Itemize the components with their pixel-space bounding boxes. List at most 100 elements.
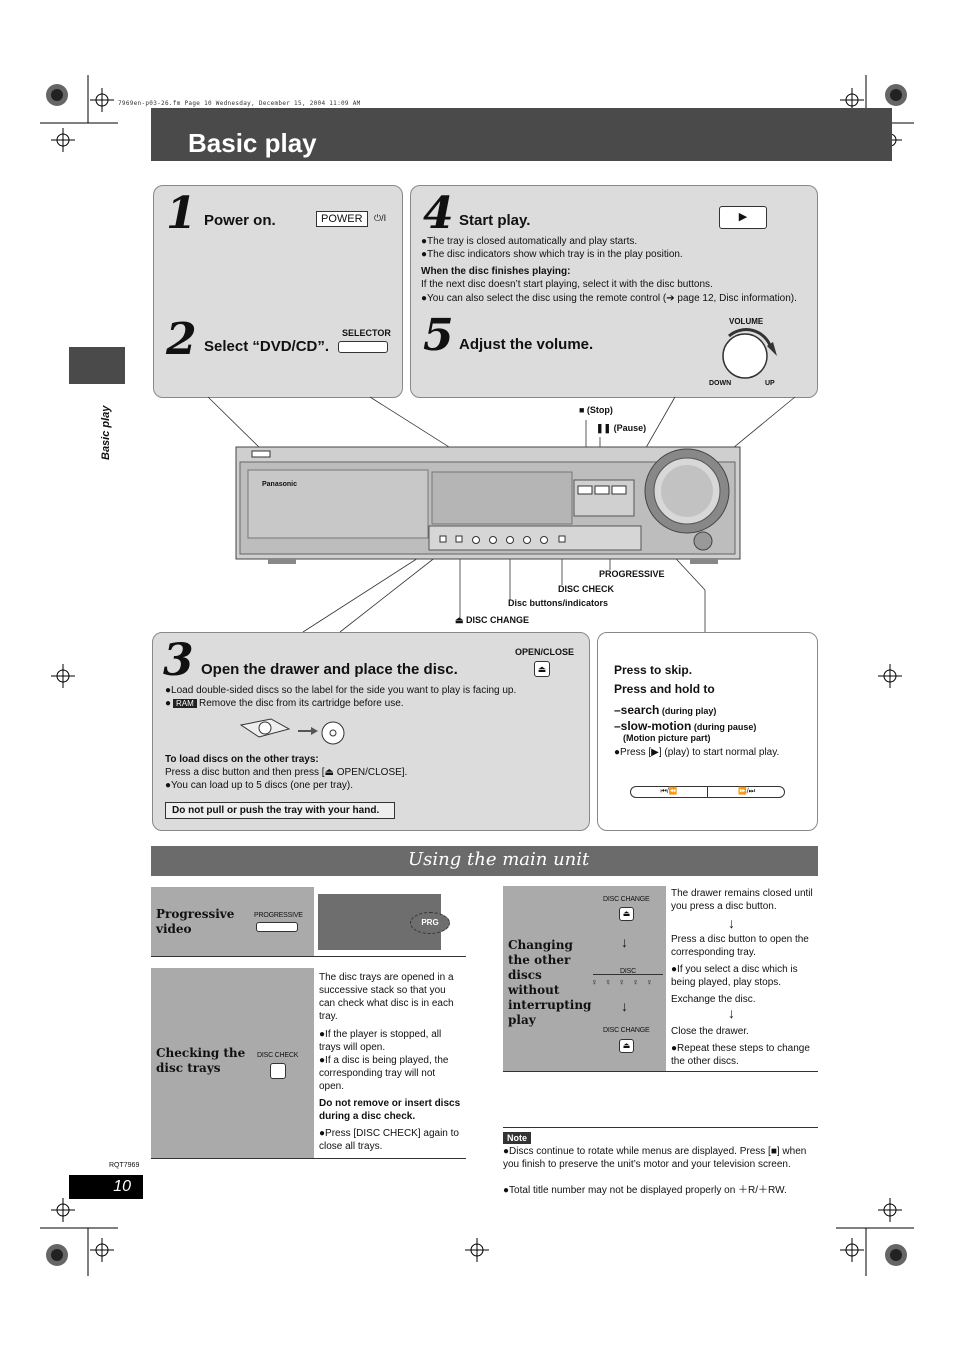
progressive-label: PROGRESSIVE [599, 569, 665, 579]
tray-warning: Do not pull or push the tray with your h… [165, 802, 395, 819]
step-4-number: 4 [423, 188, 454, 239]
change-text-4: Exchange the disc. [671, 994, 756, 1005]
power-symbol-icon: ⏻/I [374, 213, 387, 223]
slow-motion-note: (during pause) [691, 722, 757, 732]
skip-line-3: –search (during play) [614, 701, 716, 719]
side-tab [69, 347, 125, 384]
disc-check-label: DISC CHECK [558, 584, 615, 594]
page-number: 10 [69, 1175, 143, 1199]
slow-motion-term: –slow-motion [614, 719, 692, 733]
note-tag: Note [503, 1132, 531, 1144]
check-text-3: ●If a disc is being played, the correspo… [319, 1055, 449, 1092]
disc-check-button-label: DISC CHECK [257, 1052, 299, 1059]
step-3-bullet-2-dot: ● [165, 698, 172, 709]
section-title: Using the main unit [408, 849, 590, 870]
step-4-bullet-2: ●The disc indicators show which tray is … [421, 249, 683, 260]
disc-change-button-label-2: DISC CHANGE [603, 1027, 650, 1034]
disc-buttons-icon: ♀♀♀♀♀ [591, 977, 660, 987]
step-3-number: 3 [163, 635, 194, 686]
disc-change-label: ⏏ DISC CHANGE [455, 615, 530, 625]
change-divider [503, 1071, 818, 1072]
section-bar: Using the main unit [151, 846, 818, 876]
step-3-sub-1: Press a disc button and then press [⏏ OP… [165, 767, 408, 778]
disc-change-button-label-1: DISC CHANGE [603, 896, 650, 903]
skip-panel: Press to skip. Press and hold to –search… [597, 632, 818, 831]
skip-back-icon: ⏮/⏪ [631, 787, 708, 797]
change-text-1: The drawer remains closed until you pres… [671, 888, 813, 912]
check-text-2: ●If the player is stopped, all trays wil… [319, 1029, 442, 1053]
change-label: Changing the other discs without interru… [508, 938, 592, 1027]
step-3-bullet-1: ●Load double-sided discs so the label fo… [165, 685, 517, 696]
arrow-down-icon: ↓ [728, 915, 735, 931]
step-1-title: Power on. [204, 212, 276, 229]
page-title-bar: Basic play [151, 108, 892, 161]
note-1: ●Discs continue to rotate while menus ar… [503, 1146, 807, 1170]
step-4-sub-1: If the next disc doesn’t start playing, … [421, 279, 713, 290]
step-5-number: 5 [423, 310, 454, 361]
skip-line-2: Press and hold to [614, 682, 715, 696]
skip-line-1: Press to skip. [614, 663, 693, 677]
steps-1-2-panel: 1 Power on. POWER ⏻/I 2 Select “DVD/CD”.… [153, 185, 403, 398]
note-rule [503, 1127, 818, 1128]
disc-buttons-rule [593, 974, 663, 975]
step-3-title: Open the drawer and place the disc. [201, 661, 458, 678]
progressive-divider [151, 956, 466, 957]
ram-badge: RAM [173, 699, 197, 708]
check-text-5: ●Press [DISC CHECK] again to close all t… [319, 1128, 459, 1152]
volume-up-label: UP [765, 380, 775, 387]
search-term: –search [614, 703, 660, 717]
page-title: Basic play [188, 128, 317, 158]
skip-forward-icon: ⏩/⏭ [738, 788, 755, 795]
disc-cartridge-icon [239, 718, 345, 745]
step-2-title: Select “DVD/CD”. [204, 338, 330, 355]
skip-line-4: –slow-motion (during pause) [614, 717, 756, 735]
step-1-number: 1 [166, 188, 197, 239]
power-key: POWER [316, 211, 368, 227]
progressive-button-label: PROGRESSIVE [254, 912, 303, 919]
volume-down-label: DOWN [709, 380, 732, 387]
change-text-3: ●If you select a disc which is being pla… [671, 964, 798, 988]
progressive-cell: Progressive video PROGRESSIVE [151, 887, 314, 956]
change-text-2: Press a disc button to open the correspo… [671, 934, 809, 958]
pause-label: ❚❚ (Pause) [596, 423, 647, 433]
check-divider [151, 1158, 466, 1159]
step-3-sub-2: ●You can load up to 5 discs (one per tra… [165, 780, 354, 791]
open-close-label: OPEN/CLOSE [515, 647, 575, 657]
arrow-down-icon: ↓ [728, 1005, 735, 1021]
step-2-number: 2 [166, 314, 197, 365]
play-key: ▶ [719, 206, 767, 229]
step-5-title: Adjust the volume. [459, 336, 594, 353]
progressive-button [256, 922, 298, 932]
change-text-6: ●Repeat these steps to change the other … [671, 1043, 810, 1067]
note-2: ●Total title number may not be displayed… [503, 1185, 787, 1196]
disc-buttons-label: Disc buttons/indicators [508, 598, 609, 608]
eject-icon: ⏏ [619, 1039, 634, 1053]
check-text-4: Do not remove or insert discs during a d… [319, 1098, 461, 1122]
device-brand: Panasonic [262, 481, 298, 488]
selector-label: SELECTOR [342, 328, 391, 338]
file-header-line: 7969en-p03-26.fm Page 10 Wednesday, Dece… [118, 100, 361, 107]
step-4-bullet-1: ●The tray is closed automatically and pl… [421, 236, 638, 247]
step-4-title: Start play. [459, 212, 531, 229]
skip-button-pair: ⏮/⏪ ⏩/⏭ [630, 786, 785, 798]
check-label: Checking the disc trays [156, 1046, 246, 1075]
step-3-bullet-2: Remove the disc from its cartridge befor… [199, 698, 404, 709]
volume-knob-icon [722, 328, 777, 379]
step-3-panel: 3 Open the drawer and place the disc. OP… [152, 632, 590, 831]
arrow-down-icon: ↓ [621, 998, 628, 1014]
steps-4-5-panel: 4 Start play. ▶ ●The tray is closed auto… [410, 185, 818, 398]
eject-icon: ⏏ [534, 661, 550, 677]
eject-icon: ⏏ [619, 907, 634, 921]
stop-label: ■ (Stop) [579, 405, 613, 415]
document-code: RQT7969 [109, 1162, 140, 1169]
step-4-sub-2: ●You can also select the disc using the … [421, 293, 797, 304]
change-cell: Changing the other discs without interru… [503, 886, 666, 1071]
change-text-5: Close the drawer. [671, 1026, 749, 1037]
disc-check-button [270, 1063, 286, 1079]
progressive-video-label: Progressive video [156, 907, 235, 936]
check-cell: Checking the disc trays DISC CHECK [151, 968, 314, 1158]
step-3-subheading: To load discs on the other trays: [165, 754, 319, 765]
skip-line-6: ●Press [▶] (play) to start normal play. [614, 747, 780, 758]
